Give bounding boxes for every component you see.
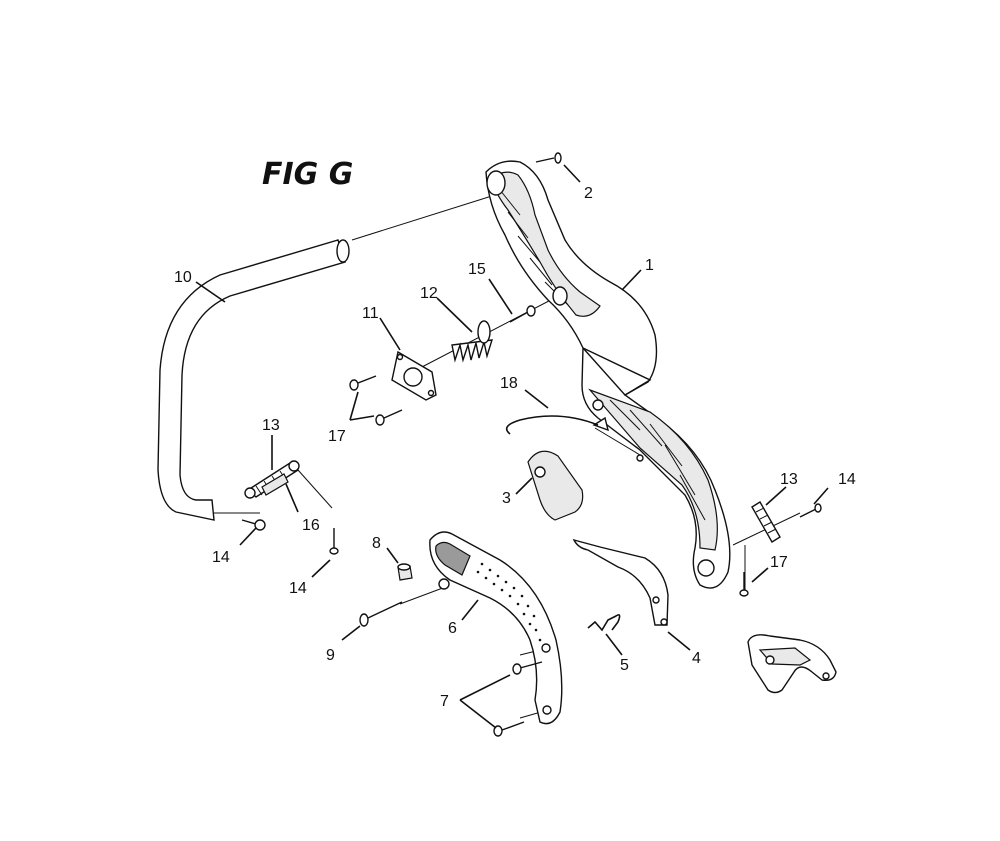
- part-10-handle-bar: [157, 239, 350, 521]
- part-18-wire: [505, 415, 599, 435]
- callout-2: 2: [584, 185, 593, 202]
- part-15-bolt: [509, 305, 536, 323]
- callout-1: 1: [645, 257, 654, 274]
- part-6-handguard: [429, 531, 563, 725]
- part-12-spring: [451, 320, 493, 363]
- part-13-spring-right: [751, 501, 781, 543]
- callout-5: 5: [620, 657, 629, 674]
- figure-title: FIG G: [262, 157, 353, 192]
- callout-8: 8: [372, 535, 381, 552]
- part-1-handle: [485, 160, 731, 589]
- part-17-screws-left: [349, 375, 403, 426]
- callout-13-right: 13: [780, 471, 798, 488]
- callout-9: 9: [326, 647, 335, 664]
- part-17-screw-right: [739, 572, 749, 597]
- callout-3: 3: [502, 490, 511, 507]
- callout-4: 4: [692, 650, 701, 667]
- leader-lines: [195, 164, 829, 729]
- part-14-screw-right: [799, 503, 822, 518]
- callout-17-left: 17: [328, 428, 346, 445]
- part-16-clip: [261, 473, 289, 496]
- callout-11: 11: [362, 305, 379, 322]
- bracket-part: [747, 634, 837, 694]
- callout-16: 16: [302, 517, 320, 534]
- part-9-bolt: [359, 601, 403, 627]
- part-3-lever: [527, 450, 584, 521]
- callout-18: 18: [500, 375, 518, 392]
- callout-12: 12: [420, 285, 438, 302]
- part-5-spring: [587, 614, 621, 632]
- callout-10: 10: [174, 269, 192, 286]
- callout-13-left: 13: [262, 417, 280, 434]
- part-11-plate: [391, 350, 437, 401]
- callout-14-left: 14: [212, 549, 230, 566]
- callout-14-right: 14: [838, 471, 856, 488]
- part-8-bushing: [397, 563, 413, 581]
- part-2-screw: [535, 152, 562, 164]
- callout-15: 15: [468, 261, 486, 278]
- callout-17-right: 17: [770, 554, 788, 571]
- part-4-link: [572, 538, 669, 626]
- part-7-screws: [493, 661, 543, 737]
- callout-14-bottom: 14: [289, 580, 307, 597]
- callout-labels: 1 2 3 4 5 6 7 8 9 10 11 12 13 13 14 14 1…: [174, 185, 856, 710]
- callout-7: 7: [440, 693, 449, 710]
- grip-texture: [476, 562, 542, 642]
- callout-6: 6: [448, 620, 457, 637]
- part-14-screws-left: [241, 519, 339, 555]
